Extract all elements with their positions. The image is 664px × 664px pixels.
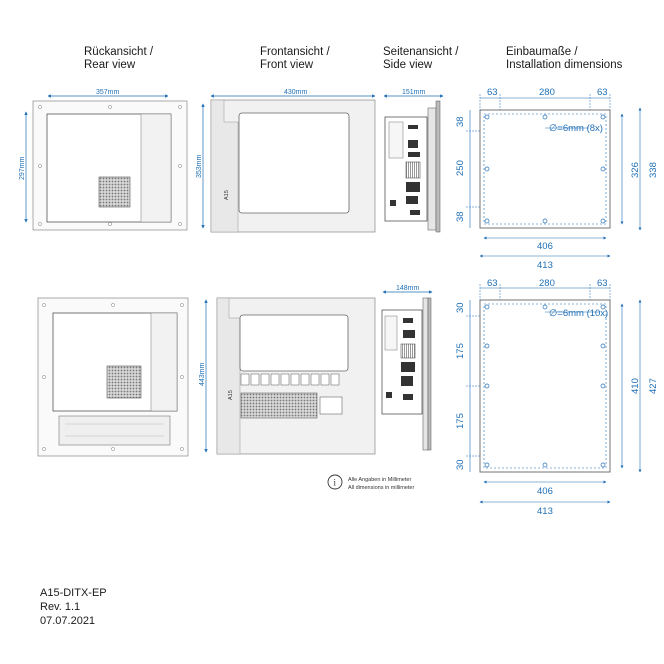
left-175-b: 175 <box>455 413 466 429</box>
install-header-en: Installation dimensions <box>506 59 623 71</box>
install-header: Einbaumaße / Installation dimensions <box>506 46 622 72</box>
side-view-top: 151mm <box>383 89 444 233</box>
install-dims-bottom: ∅=6mm (10x) 63 280 63 30 175 175 30 410 … <box>455 278 659 517</box>
note-de: Alle Angaben in Millimeter <box>348 477 411 483</box>
right-410: 410 <box>630 378 641 394</box>
side-view-bottom: 148mm <box>381 285 433 451</box>
side-view-header: Seitenansicht / Side view <box>383 46 458 72</box>
left-38-bottom: 38 <box>455 211 466 222</box>
bottom-406-bottom: 406 <box>537 486 553 497</box>
revision: Rev. 1.1 <box>40 601 81 613</box>
front-header-de: Frontansicht / <box>260 46 330 58</box>
front-view-top: 430mm A15 353mm <box>196 89 376 233</box>
top-right-63: 63 <box>597 87 608 98</box>
side-width-top: 151mm <box>402 89 426 96</box>
rear-view-bottom <box>37 297 189 457</box>
note-en: All dimensions in millimeter <box>348 485 414 491</box>
model-name: A15-DITX-EP <box>40 587 107 599</box>
holes-top: ∅=6mm (8x) <box>549 123 603 134</box>
rear-view-top: 357mm 297mm <box>19 89 188 231</box>
units-note: i Alle Angaben in Millimeter All dimensi… <box>327 474 414 491</box>
bottom-406-top: 406 <box>537 241 553 252</box>
rear-view-header: Rückansicht / Rear view <box>84 46 153 72</box>
top-left-63: 63 <box>487 87 498 98</box>
front-view-bottom: A15 443mm <box>199 297 376 455</box>
right-326: 326 <box>630 162 641 178</box>
front-height-top: 353mm <box>196 154 203 178</box>
rear-header-en: Rear view <box>84 59 136 71</box>
side-header-de: Seitenansicht / <box>383 46 459 58</box>
footer: A15-DITX-EP Rev. 1.1 07.07.2021 <box>40 586 107 628</box>
left-38-top: 38 <box>455 116 466 127</box>
right-338: 338 <box>648 162 659 178</box>
front-view-header: Frontansicht / Front view <box>260 46 330 72</box>
svg-text:i: i <box>334 478 337 488</box>
bottom-413-top: 413 <box>537 260 553 271</box>
top-right-63-bottom: 63 <box>597 278 608 289</box>
right-427: 427 <box>648 378 659 394</box>
install-dims-top: ∅=6mm (8x) 63 280 63 38 250 38 326 338 4… <box>455 87 659 271</box>
left-250-top: 250 <box>455 160 466 176</box>
top-mid-280: 280 <box>539 87 555 98</box>
top-left-63-bottom: 63 <box>487 278 498 289</box>
rear-width-top: 357mm <box>96 89 120 96</box>
left-175-a: 175 <box>455 343 466 359</box>
holes-bottom: ∅=6mm (10x) <box>549 308 608 319</box>
rear-header-de: Rückansicht / <box>84 46 154 58</box>
left-30-bottom: 30 <box>455 459 466 470</box>
rear-height-top: 297mm <box>19 156 26 180</box>
left-30-top: 30 <box>455 302 466 313</box>
date: 07.07.2021 <box>40 615 96 627</box>
info-icon <box>327 474 343 490</box>
front-width-top: 430mm <box>284 89 308 96</box>
front-height-bottom: 443mm <box>199 362 206 386</box>
front-header-en: Front view <box>260 59 314 71</box>
bottom-413-bottom: 413 <box>537 506 553 517</box>
front-label-top: A15 <box>224 190 230 200</box>
front-label-bottom: A15 <box>228 390 234 400</box>
side-width-bottom: 148mm <box>396 285 420 292</box>
install-header-de: Einbaumaße / <box>506 46 578 58</box>
top-mid-280-bottom: 280 <box>539 278 555 289</box>
side-header-en: Side view <box>383 59 433 71</box>
